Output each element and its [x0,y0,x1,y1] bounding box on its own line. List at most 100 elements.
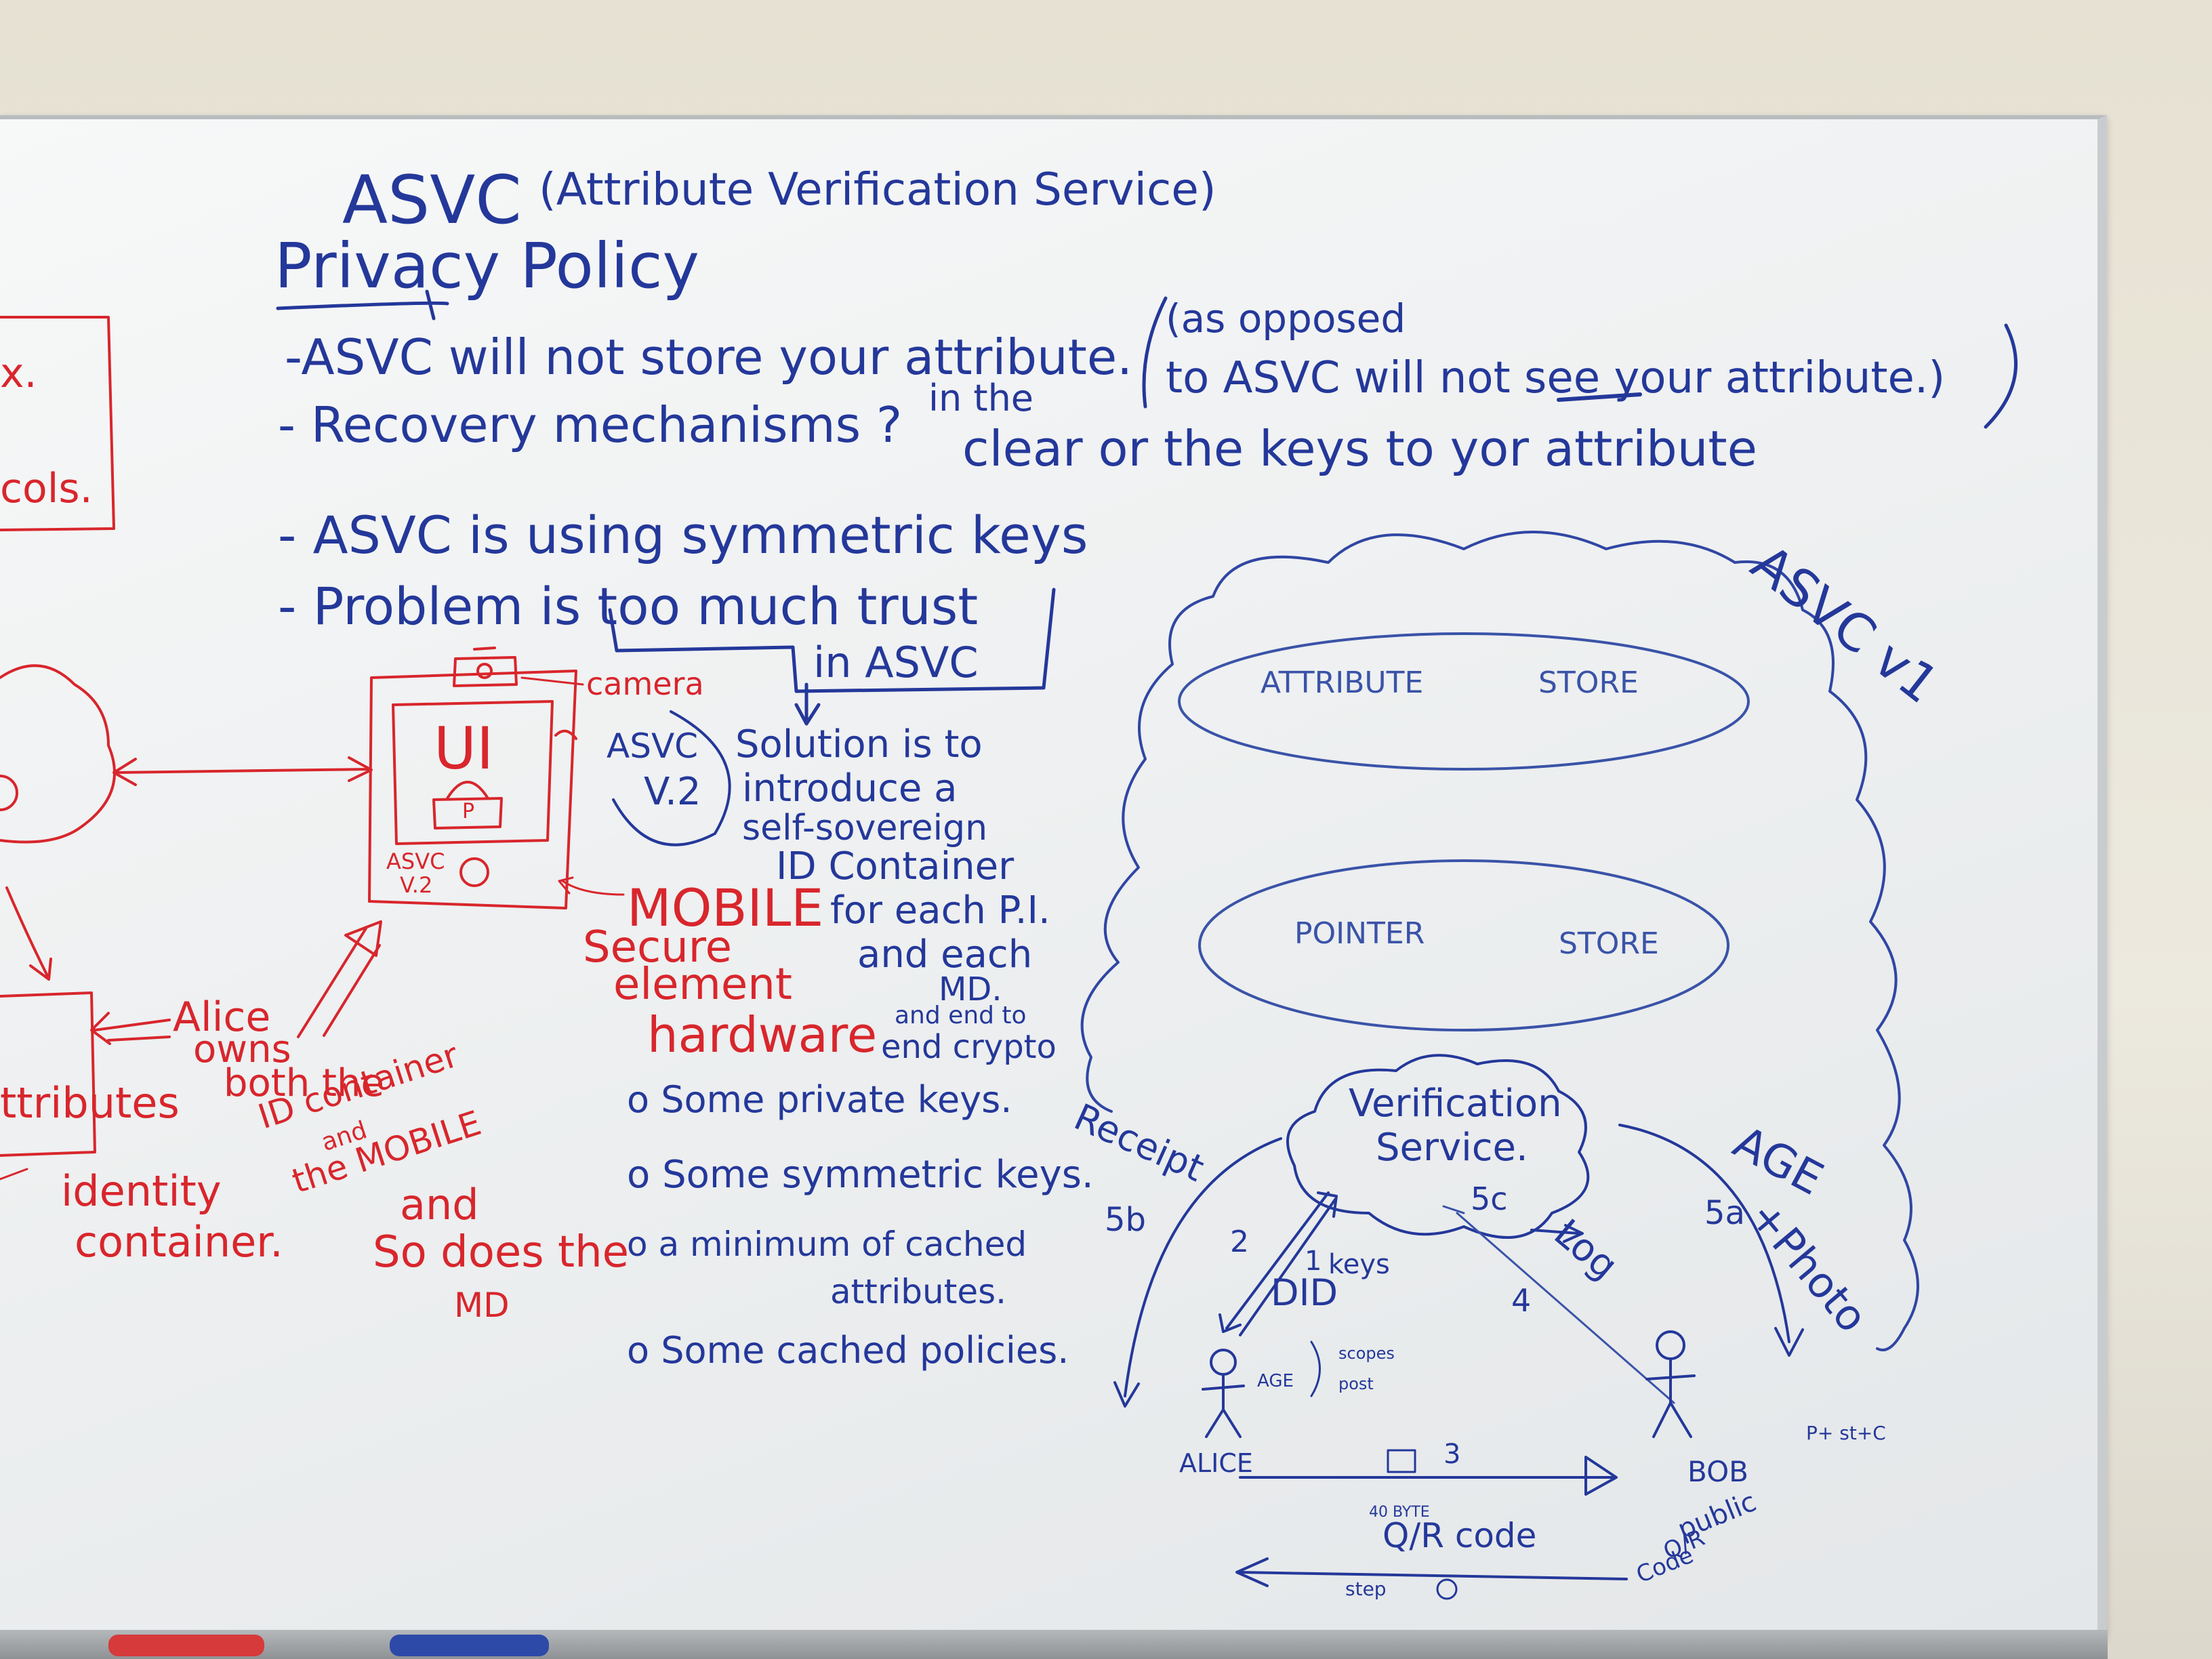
arrow-2 [1218,1191,1330,1333]
red-secure-arrow [558,876,625,896]
keys-label: keys [1328,1249,1390,1280]
solution-line-4: ID Container [776,844,1015,888]
title-asvc: ASVC [342,162,522,239]
left-fragment-2: cols. [0,465,93,512]
red-alice-arrow [90,1012,171,1045]
step-2: 2 [1230,1225,1249,1259]
solution-line-8: and end to [895,1002,1027,1029]
bullet-3: o a minimum of cached [627,1225,1027,1264]
attributes-partial: ttributes [0,1078,180,1128]
red-marker [108,1635,264,1656]
attribute-label: ATTRIBUTE [1261,665,1424,700]
phone-asvc-label: ASVC [386,848,445,874]
aside-line-2: to ASVC will not see your attribute.) [1166,353,1946,403]
down-arrow [794,682,821,726]
verification-cloud [1286,1054,1590,1239]
note-line-4b: in ASVC [813,638,979,687]
solution-line-1: Solution is to [735,722,983,766]
and-so-label: and [400,1180,479,1229]
bullet-2: o Some symmetric keys. [627,1153,1094,1197]
step-1: 1 [1305,1246,1322,1277]
solution-line-6: and each [857,933,1033,977]
mobile-label: MOBILE [627,878,824,938]
scopes-bracket [1310,1340,1321,1397]
note-line-2c: clear or the keys to yor attribute [962,420,1757,477]
marker-tray [0,1630,2108,1659]
so-does-label: So does the [373,1227,629,1277]
scopes-label: scopes [1338,1344,1395,1363]
note-line-3: - ASVC is using symmetric keys [278,505,1088,565]
hardware-label: hardware [647,1006,878,1063]
red-phone [368,647,577,909]
red-arrow-link [112,756,373,786]
qr-square [1387,1449,1416,1473]
asvc-v2-badge-bottom: V.2 [644,770,701,814]
aside-bracket-right [1984,323,2018,429]
solution-line-5: for each P.I. [830,888,1050,933]
age-small-label: AGE [1257,1371,1294,1391]
blue-marker [390,1635,549,1656]
red-cloud-left [0,664,116,844]
note-line-2: - Recovery mechanisms ? [278,396,903,453]
alice-owns-owns: owns [193,1027,291,1071]
trust-bracket [608,588,1056,693]
privacy-policy-heading: Privacy Policy [274,230,699,302]
asvc-v2-circle [612,710,731,846]
red-circle-left [0,775,18,811]
solution-line-3: self-sovereign [742,808,988,848]
see-underline [1557,392,1642,402]
privacy-policy-underline [276,289,449,321]
step-5a: 5a [1704,1194,1745,1232]
phone-v2-label: V.2 [400,872,433,898]
store-label-2: STORE [1559,926,1659,961]
step-circle [1436,1578,1458,1600]
pointer-label: POINTER [1294,916,1425,951]
element-label: element [613,960,792,1010]
red-mobile-arrow [297,920,382,1038]
bob-label: BOB [1687,1455,1748,1488]
return-arrow [1235,1557,1628,1587]
asvc-v2-badge-top: ASVC [607,726,699,766]
red-attributes-underline [0,1168,28,1181]
red-arrow-down [5,886,52,981]
store-label: STORE [1538,665,1639,700]
title-expansion: (Attribute Verification Service) [539,163,1216,216]
age-photo-arrow [1618,1124,1804,1357]
step-5b: 5b [1105,1201,1147,1239]
service-label: Service. [1376,1126,1528,1170]
step-5c: 5c [1471,1181,1508,1217]
arrow-4 [1442,1205,1675,1404]
qr-size-label: 40 BYTE [1369,1504,1430,1521]
container-label: container. [75,1217,283,1267]
alice-owns-alice: Alice [173,994,271,1041]
note-line-1: -ASVC will not store your attribute. [285,329,1133,386]
red-box-left [0,316,115,531]
qr-code-label: Q/R code [1382,1516,1537,1555]
receipt-arrow [1113,1137,1282,1408]
arrow-3 [1239,1456,1618,1496]
secure-label: Secure [583,922,733,972]
step-4: 4 [1511,1282,1532,1319]
aside-bracket-left [1142,296,1168,409]
solution-line-9: end crypto [881,1028,1057,1066]
step-label: step [1345,1578,1387,1600]
step-3: 3 [1443,1439,1461,1470]
note-line-4: - Problem is too much trust [278,576,979,636]
red-attributes-box [0,991,96,1157]
alice-figure [1202,1349,1245,1438]
did-label: DID [1271,1271,1338,1314]
camera-label: camera [586,665,704,702]
solution-line-7: MD. [939,970,1002,1008]
red-camera-arrow [520,676,584,686]
log-arrow [1530,1224,1584,1243]
attribute-store-ellipse [1178,632,1750,771]
phone-lock-letter: P [462,800,475,823]
bullet-3b: attributes. [830,1272,1007,1311]
asvc-v1-cloud [1080,531,1919,1351]
bullet-4: o Some cached policies. [627,1329,1069,1372]
verification-label: Verification [1349,1082,1562,1126]
aside-line-1: (as opposed [1166,295,1406,342]
arrow-1 [1239,1191,1338,1336]
left-fragment-1: x. [0,350,37,397]
